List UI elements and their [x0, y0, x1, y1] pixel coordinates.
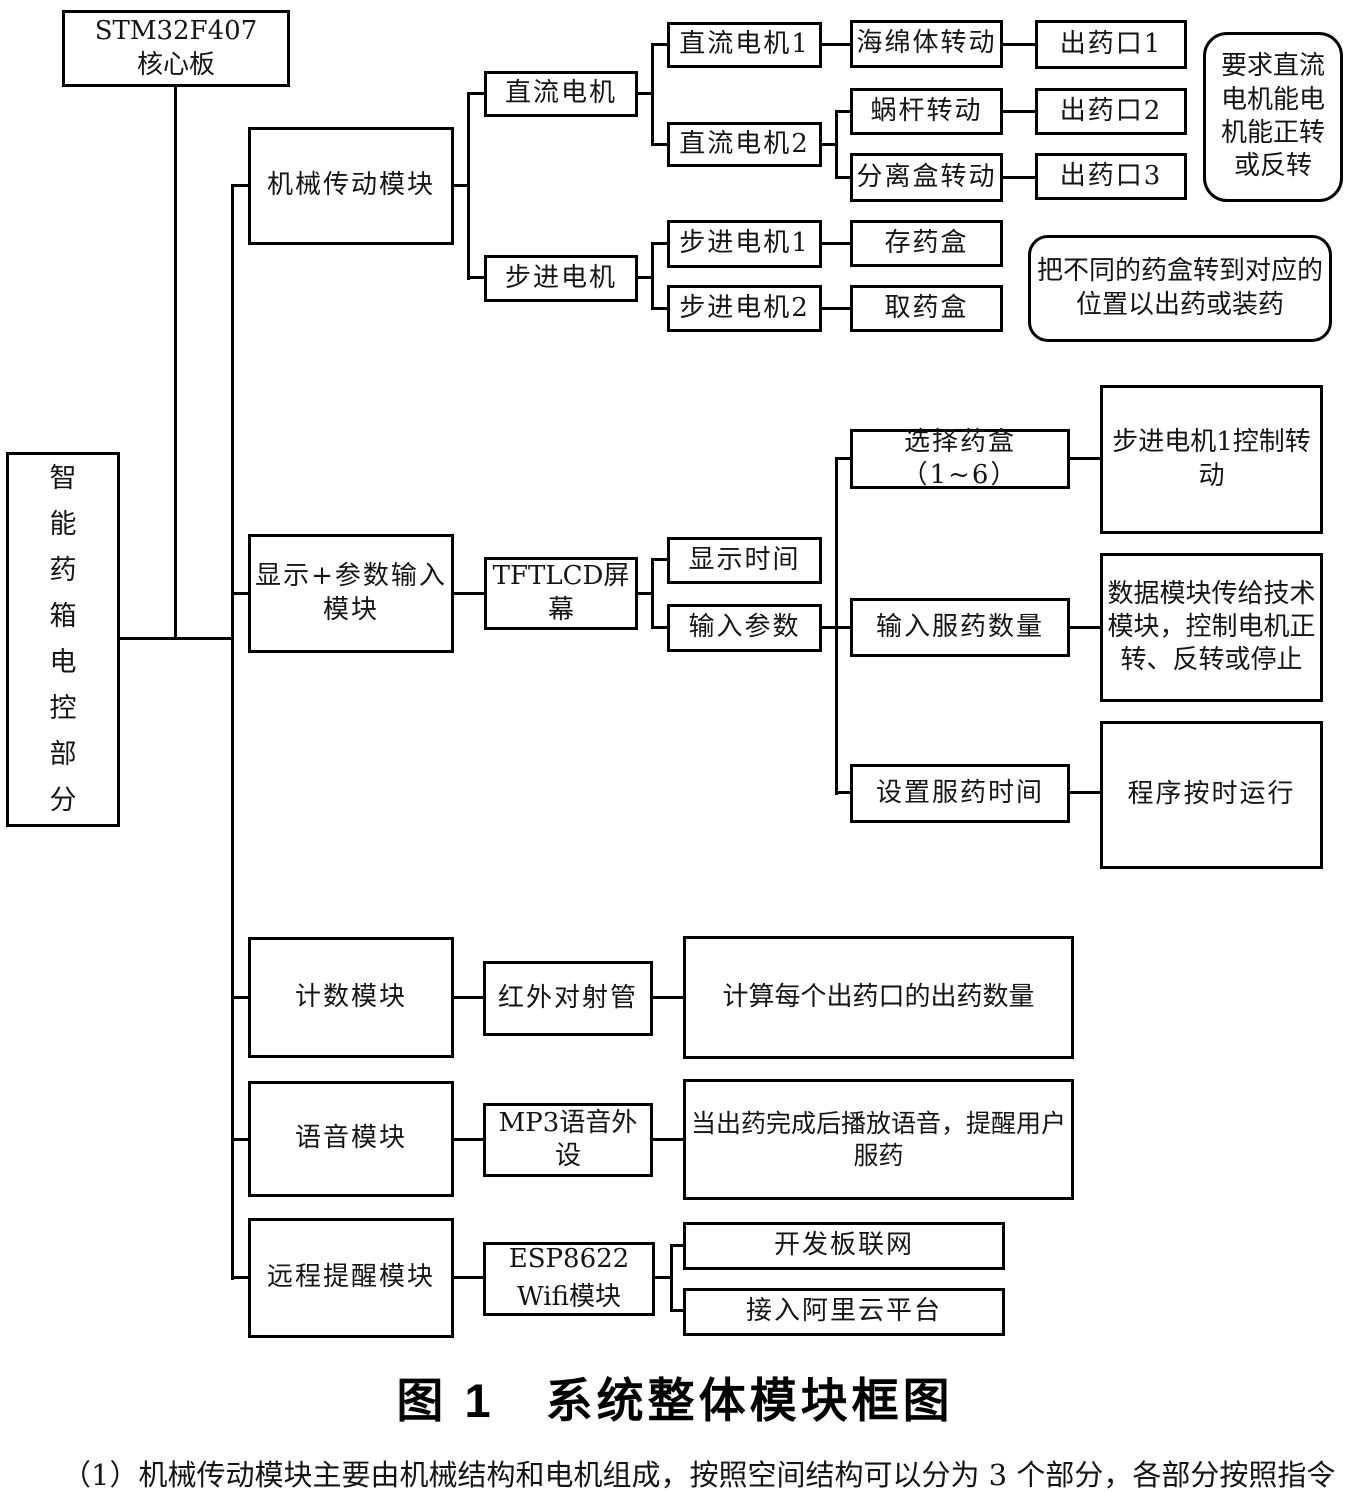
connector-to-qty [838, 626, 850, 629]
connector-settime-to-timer [1070, 791, 1100, 794]
connector-esp-stub [655, 1276, 672, 1279]
connector-mid-vertical [835, 457, 838, 795]
node-dev-board-networking: 开发板联网 [683, 1222, 1005, 1270]
node-medicine-outlet-3: 出药口3 [1035, 153, 1187, 200]
connector-worm-sep-vertical [835, 110, 838, 179]
connector-main-to-trunk [120, 637, 234, 640]
connector-to-settime [838, 791, 850, 794]
connector-dc2-stub [822, 143, 838, 146]
connector-trunk-to-disp [234, 592, 248, 595]
connector-remote-to-esp [454, 1276, 483, 1279]
node-worm-rotation: 蜗杆转动 [850, 88, 1003, 135]
connector-dc-stub [638, 92, 654, 95]
connector-trunk-to-count [234, 996, 248, 999]
connector-to-net [673, 1244, 683, 1247]
node-dc-motor-2: 直流电机2 [667, 122, 822, 167]
node-infrared-beam-tube: 红外对射管 [483, 961, 653, 1036]
node-play-voice-reminder: 当出药完成后播放语音，提醒用户 服药 [683, 1079, 1074, 1200]
node-remote-reminder-module: 远程提醒模块 [248, 1218, 454, 1338]
connector-dc1-to-sponge [822, 43, 850, 46]
connector-to-worm [838, 110, 850, 113]
connector-to-st2 [654, 307, 667, 310]
connector-dc-step-vertical [467, 92, 470, 280]
node-data-module-motor-control: 数据模块传给技术 模块，控制电机正 转、反转或停止 [1100, 553, 1323, 702]
node-stepper-motor-2: 步进电机2 [667, 285, 822, 332]
node-counting-module: 计数模块 [248, 937, 454, 1058]
node-voice-module: 语音模块 [248, 1081, 454, 1197]
connector-to-dc1 [654, 43, 667, 46]
node-stm32-core-board: STM32F407 核心板 [62, 10, 290, 87]
connector-to-time [654, 558, 667, 561]
connector-to-param [654, 626, 667, 629]
connector-mech-stub [454, 184, 470, 187]
node-display-time: 显示时间 [667, 537, 822, 584]
connector-qty-to-datactl [1070, 626, 1100, 629]
connector-to-select [838, 457, 850, 460]
node-smart-medicine-box-control: 智 能 药 箱 电 控 部 分 [6, 452, 120, 827]
connector-select-to-stepctl [1070, 457, 1100, 460]
connector-count-to-ir [454, 996, 483, 999]
node-medicine-outlet-1: 出药口1 [1035, 20, 1187, 69]
note-dc-motor-requirement: 要求直流 电机能电 机能正转 或反转 [1203, 32, 1343, 202]
node-dc-motor-1: 直流电机1 [667, 22, 822, 68]
connector-to-step [470, 276, 484, 279]
node-stepper-motor: 步进电机 [484, 255, 638, 302]
node-mp3-voice-peripheral: MP3语音外设 [483, 1103, 653, 1177]
connector-net-ali-vertical [670, 1244, 673, 1312]
node-select-medicine-box: 选择药盒（1~6） [850, 427, 1070, 490]
connector-disp-to-tft [454, 592, 484, 595]
connector-ir-to-calc [653, 996, 683, 999]
connector-worm-to-out2 [1003, 110, 1035, 113]
node-input-parameters: 输入参数 [667, 604, 822, 652]
connector-trunk-to-voice [234, 1138, 248, 1141]
node-tftlcd-screen: TFTLCD屏幕 [484, 557, 638, 630]
node-display-parameter-input-module: 显示+参数输入 模块 [248, 534, 454, 653]
node-program-runs-on-time: 程序按时运行 [1100, 721, 1323, 869]
connector-stm32-down [174, 87, 177, 640]
node-take-medicine-box: 取药盒 [850, 285, 1003, 332]
connector-to-dc2 [654, 143, 667, 146]
node-calculate-outlet-quantity: 计算每个出药口的出药数量 [683, 936, 1074, 1059]
note-box-positioning: 把不同的药盒转到对应的 位置以出药或装药 [1028, 235, 1332, 342]
connector-mp3-to-play [653, 1138, 683, 1141]
connector-sep-to-out3 [1003, 176, 1035, 179]
connector-to-ali [673, 1309, 683, 1312]
connector-dc-children-vertical [651, 43, 654, 146]
connector-sponge-to-out1 [1003, 43, 1035, 46]
connector-step-children-vertical [651, 242, 654, 310]
connector-trunk-vertical [231, 184, 234, 1280]
node-stepper-motor-1: 步进电机1 [667, 220, 822, 268]
node-separation-box-rotation: 分离盒转动 [850, 153, 1003, 202]
connector-to-dc [470, 92, 484, 95]
node-mechanical-transmission-module: 机械传动模块 [248, 127, 454, 245]
connector-time-param-vertical [651, 558, 654, 629]
node-dc-motor: 直流电机 [484, 71, 638, 117]
connector-voice-to-mp3 [454, 1138, 483, 1141]
connector-st2-to-take [822, 307, 850, 310]
connector-to-sep [838, 176, 850, 179]
connector-to-st1 [654, 242, 667, 245]
connector-tft-stub [638, 592, 654, 595]
node-connect-aliyun-platform: 接入阿里云平台 [683, 1288, 1005, 1336]
connector-trunk-to-remote [234, 1276, 248, 1279]
node-medicine-outlet-2: 出药口2 [1035, 88, 1187, 135]
node-esp-wifi-module: ESP8622 Wifi模块 [483, 1242, 655, 1316]
connector-st1-to-store [822, 242, 850, 245]
connector-step-stub [638, 276, 654, 279]
body-paragraph: （1）机械传动模块主要由机械结构和电机组成，按照空间结构可以分为 3 个部分，各… [62, 1458, 1336, 1492]
node-stepper1-controls-rotation: 步进电机1控制转 动 [1100, 385, 1323, 534]
node-input-dose-quantity: 输入服药数量 [850, 598, 1070, 657]
node-store-medicine-box: 存药盒 [850, 220, 1003, 267]
connector-trunk-to-mech [234, 184, 248, 187]
node-set-dose-time: 设置服药时间 [850, 764, 1070, 823]
figure-caption: 图 1 系统整体模块框图 [396, 1374, 954, 1427]
connector-param-stub [822, 626, 838, 629]
node-sponge-rotation: 海绵体转动 [850, 20, 1003, 68]
